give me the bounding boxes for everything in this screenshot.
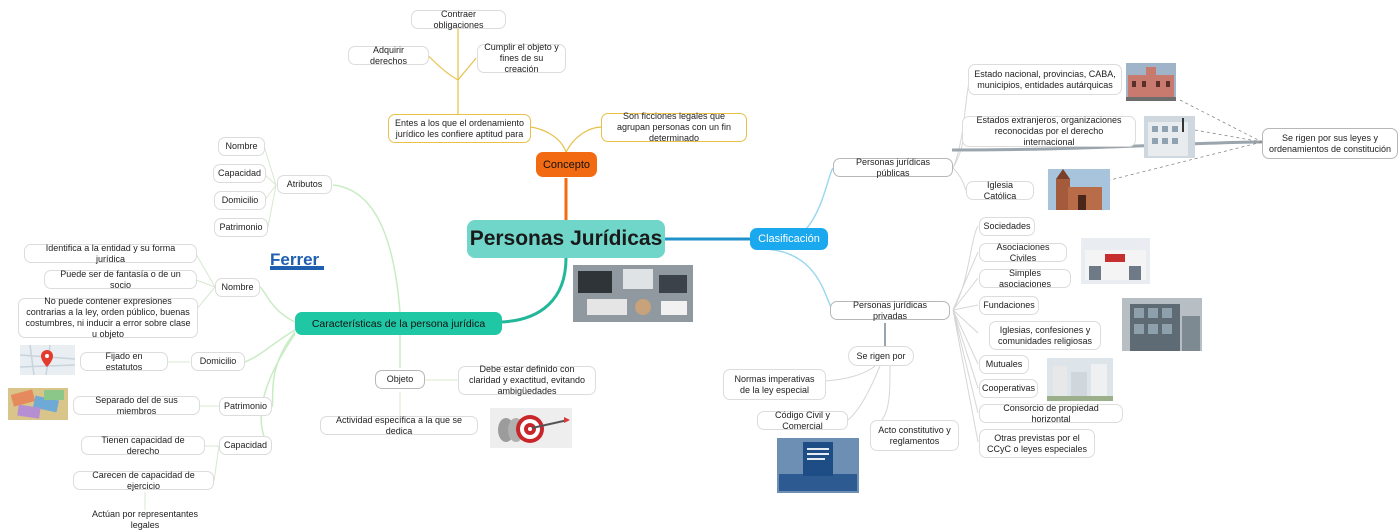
atributo-domicilio[interactable]: Domicilio [214,191,266,210]
atributo-capacidad[interactable]: Capacidad [213,164,266,183]
publicas-node[interactable]: Personas jurídicas públicas [833,157,953,178]
atributo-nombre[interactable]: Nombre [218,137,265,156]
atributos-node[interactable]: Atributos [277,175,332,194]
civil-association-building-image [1081,238,1150,284]
publicas-iglesia-catolica[interactable]: Iglesia Católica [966,180,1034,201]
acto-constitutivo[interactable]: Acto constitutivo y reglamentos [870,420,959,451]
code-book-image [777,438,859,493]
central-topic[interactable]: Personas Jurídicas [467,220,665,258]
contraer-node[interactable]: Contraer obligaciones [411,9,506,30]
foundation-building-image [1122,298,1202,351]
clasificacion-topic[interactable]: Clasificación [750,228,828,250]
atributo-patrimonio[interactable]: Patrimonio [214,218,268,237]
capacidad-node[interactable]: Capacidad [219,436,272,455]
privadas-simples-asociaciones[interactable]: Simples asociaciones [979,268,1071,289]
cooperative-building-image [1047,358,1113,401]
svg-text:Ferrer: Ferrer [270,250,320,269]
nombre-node[interactable]: Nombre [215,278,260,297]
privadas-cooperativas[interactable]: Cooperativas [979,379,1038,398]
office-desk-image [573,265,693,322]
nombre-fantasia[interactable]: Puede ser de fantasía o de un socio [44,269,197,290]
nombre-identifica[interactable]: Identifica a la entidad y su forma juríd… [24,243,197,264]
cumplir-node[interactable]: Cumplir el objeto y fines de su creación [477,42,566,74]
privadas-sociedades[interactable]: Sociedades [979,217,1035,236]
privadas-fundaciones[interactable]: Fundaciones [979,296,1039,315]
objeto-definido[interactable]: Debe estar definido con claridad y exact… [458,364,596,396]
caracteristicas-topic[interactable]: Características de la persona jurídica [295,312,502,335]
objeto-node[interactable]: Objeto [375,370,425,389]
publicas-estados-extranjeros[interactable]: Estados extranjeros, organizaciones reco… [962,115,1136,147]
patrimonio-separado[interactable]: Separado del de sus miembros [73,395,200,416]
capacidad-ejercicio[interactable]: Carecen de capacidad de ejercicio [73,470,214,491]
privadas-otras[interactable]: Otras previstas por el CCyC o leyes espe… [979,429,1095,458]
publicas-rigen[interactable]: Se rigen por sus leyes y ordenamientos d… [1262,128,1398,159]
embassy-building-image [1144,116,1195,158]
ficciones-node[interactable]: Son ficciones legales que agrupan person… [601,111,747,143]
privadas-consorcio[interactable]: Consorcio de propiedad horizontal [979,403,1123,424]
codigo-civil[interactable]: Código Civil y Comercial [757,410,848,431]
normas-imperativas[interactable]: Normas imperativas de la ley especial [723,369,826,400]
capacidad-representantes[interactable]: Actúan por representantes legales [73,509,217,530]
se-rigen-por-node[interactable]: Se rigen por [848,346,914,366]
privadas-node[interactable]: Personas jurídicas privadas [830,300,950,321]
casa-rosada-image [1126,63,1176,101]
domicilio-node[interactable]: Domicilio [191,352,245,371]
concepto-topic[interactable]: Concepto [536,152,597,177]
ferrer-logo: Ferrer [268,248,326,274]
publicas-estado-nacional[interactable]: Estado nacional, provincias, CABA, munic… [968,64,1122,95]
capacidad-derecho[interactable]: Tienen capacidad de derecho [81,435,205,456]
target-image [490,408,572,448]
entes-node[interactable]: Entes a los que el ordenamiento jurídico… [388,114,531,143]
map-pin-icon [20,345,75,375]
objeto-actividad[interactable]: Actividad específica a la que se dedica [320,415,478,436]
privadas-mutuales[interactable]: Mutuales [979,355,1029,374]
patrimonio-node[interactable]: Patrimonio [219,397,272,416]
privadas-iglesias[interactable]: Iglesias, confesiones y comunidades reli… [989,321,1101,350]
money-image [8,388,68,420]
domicilio-fijado[interactable]: Fijado en estatutos [80,351,168,372]
nombre-restricciones[interactable]: No puede contener expresiones contrarias… [18,296,198,339]
church-image [1048,169,1110,210]
privadas-asociaciones-civiles[interactable]: Asociaciones Civiles [979,242,1067,263]
adquirir-node[interactable]: Adquirir derechos [348,45,429,66]
